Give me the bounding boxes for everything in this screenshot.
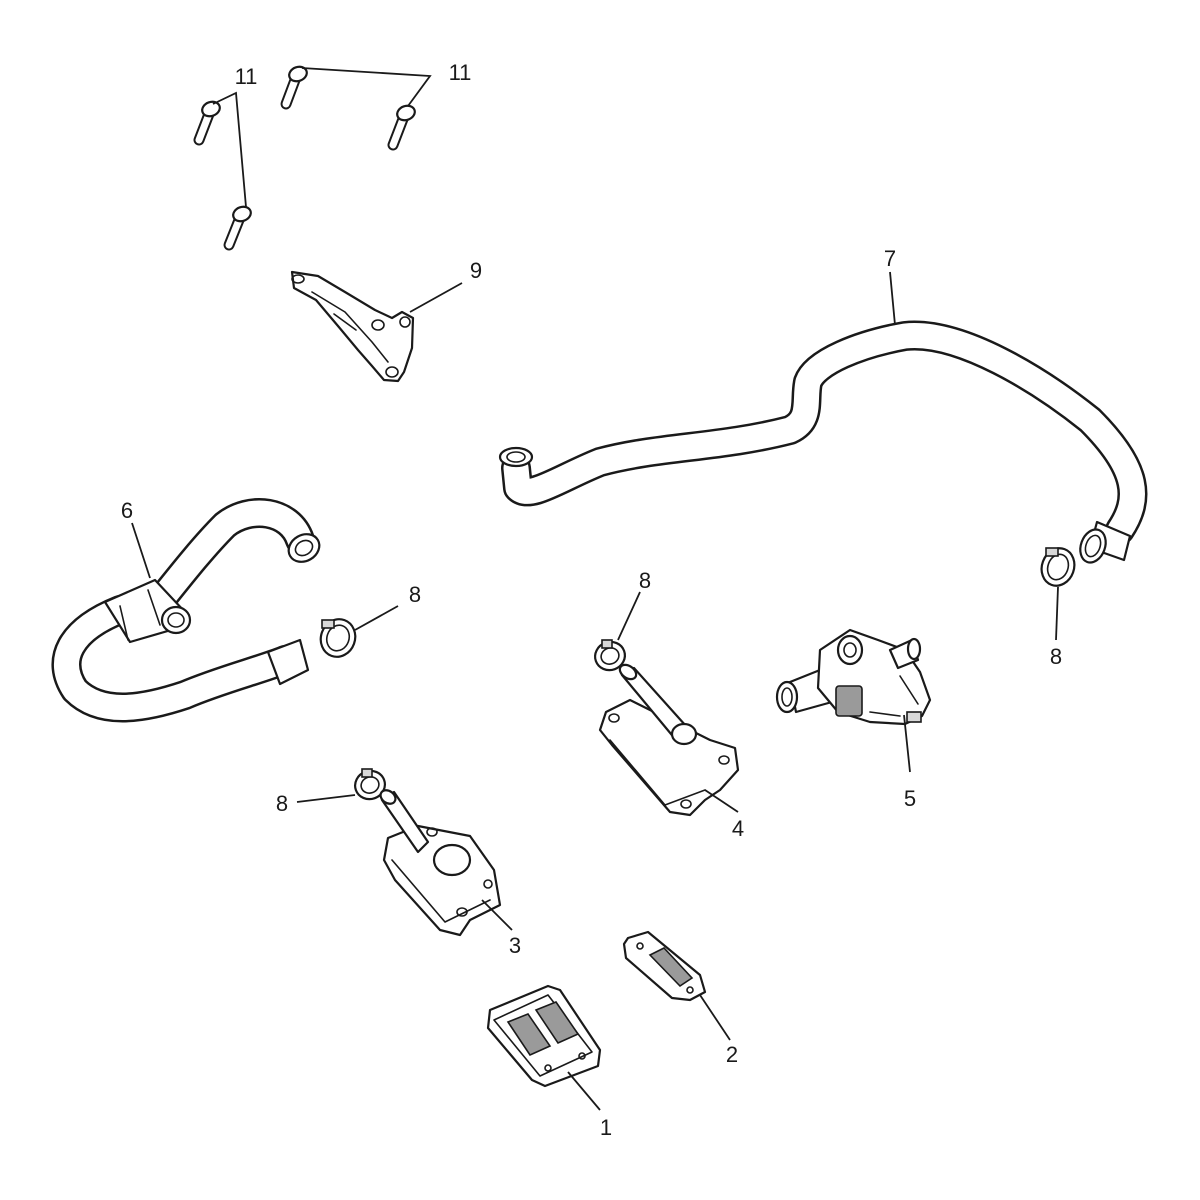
leader-5 bbox=[903, 714, 911, 773]
callout-4: 4 bbox=[732, 816, 744, 841]
callout-11-right: 11 bbox=[449, 60, 472, 85]
leader-3 bbox=[481, 899, 513, 931]
bolt-lower-left bbox=[223, 205, 252, 251]
leader-7 bbox=[889, 271, 896, 326]
callout-2: 2 bbox=[726, 1042, 738, 1067]
reed-valve bbox=[486, 984, 602, 1088]
bracket bbox=[290, 270, 415, 383]
callout-8-center: 8 bbox=[639, 568, 651, 593]
leader-9 bbox=[409, 282, 463, 313]
gasket-single bbox=[622, 930, 707, 1002]
long-hose bbox=[498, 320, 1148, 564]
callout-5: 5 bbox=[904, 786, 916, 811]
leader-8-center bbox=[617, 591, 641, 641]
leader-8-lower bbox=[296, 794, 356, 803]
callout-3: 3 bbox=[509, 933, 521, 958]
valve-cover-upper bbox=[598, 663, 740, 817]
callout-9: 9 bbox=[470, 258, 482, 283]
callout-7: 7 bbox=[884, 246, 896, 271]
callout-8-left: 8 bbox=[409, 582, 421, 607]
solenoid-valve bbox=[775, 628, 932, 726]
tee-hose bbox=[51, 498, 321, 723]
leader-8-right bbox=[1055, 586, 1059, 641]
callout-8-lower: 8 bbox=[276, 791, 288, 816]
leader-11-left bbox=[212, 91, 247, 208]
valve-cover-lower bbox=[379, 789, 502, 937]
clamp-center bbox=[594, 639, 626, 672]
callout-6: 6 bbox=[121, 498, 133, 523]
bolt-top-center bbox=[280, 65, 308, 110]
leader-4 bbox=[704, 789, 739, 813]
clamp-lower bbox=[354, 768, 386, 801]
clamp-left bbox=[319, 618, 357, 658]
leader-11-right bbox=[301, 67, 432, 107]
callout-1: 1 bbox=[600, 1115, 612, 1140]
leader-2 bbox=[699, 994, 731, 1041]
callout-11-left: 11 bbox=[235, 64, 258, 89]
bolt-top-left bbox=[193, 100, 221, 146]
callout-8-right: 8 bbox=[1050, 644, 1062, 669]
bolt-top-right bbox=[387, 104, 416, 151]
leader-1 bbox=[567, 1071, 601, 1111]
clamp-right bbox=[1040, 547, 1076, 587]
leader-8-left bbox=[354, 605, 399, 631]
leader-6 bbox=[131, 522, 151, 579]
